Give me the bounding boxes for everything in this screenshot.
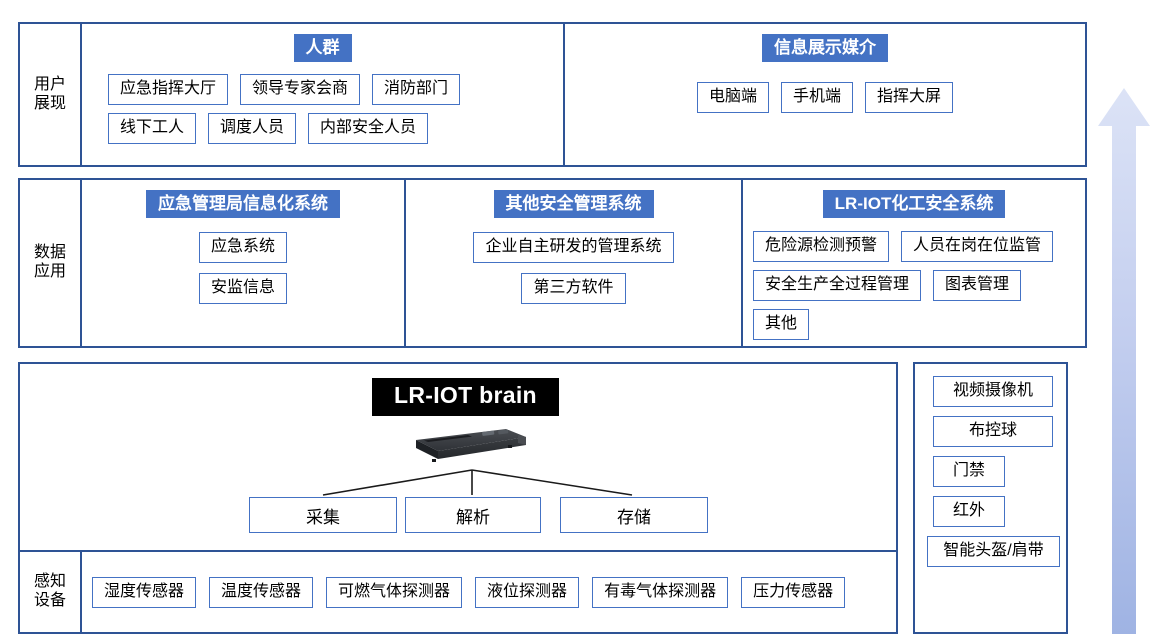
- group-lriot-items-line1: 危险源检测预警 人员在岗在位监管: [753, 231, 1075, 263]
- group-crowd-items-line2: 线下工人 调度人员 内部安全人员: [92, 113, 553, 145]
- item-chart-management[interactable]: 图表管理: [933, 270, 1022, 302]
- row-label-data: 数据应用: [20, 180, 82, 346]
- process-box-storage[interactable]: 存储: [560, 497, 708, 533]
- group-emergency-bureau-item-0-row: 应急系统: [92, 232, 394, 264]
- group-crowd: 人群 应急指挥大厅 领导专家会商 消防部门 线下工人 调度人员 内部安全人员: [82, 24, 565, 165]
- item-whole-process-safety-production-management[interactable]: 安全生产全过程管理: [753, 270, 922, 302]
- device-infrared[interactable]: 红外: [933, 496, 1005, 527]
- device-ptz-surveillance-ball[interactable]: 布控球: [933, 416, 1053, 447]
- group-other-safety-item-0-row: 企业自主研发的管理系统: [416, 232, 731, 264]
- item-internal-safety-staff[interactable]: 内部安全人员: [308, 113, 429, 145]
- group-other-safety-systems-heading: 其他安全管理系统: [493, 190, 654, 219]
- brain-banner: LR-IOT brain: [372, 378, 559, 416]
- device-panel: 视频摄像机 布控球 门禁 红外 智能头盔/肩带: [913, 362, 1068, 634]
- brain-connector-lines: [322, 469, 633, 496]
- item-safety-supervision-info[interactable]: 安监信息: [198, 273, 287, 305]
- group-emergency-bureau-item-1-row: 安监信息: [92, 273, 394, 305]
- group-display-media-heading: 信息展示媒介: [762, 34, 888, 63]
- item-command-big-screen[interactable]: 指挥大屏: [865, 82, 954, 114]
- item-fire-department[interactable]: 消防部门: [372, 74, 461, 106]
- process-box-analysis[interactable]: 解析: [405, 497, 541, 533]
- user-presentation-row: 用户展现 人群 应急指挥大厅 领导专家会商 消防部门 线下工人 调度人员 内部安…: [18, 22, 1087, 167]
- sensing-items: 湿度传感器 温度传感器 可燃气体探测器 液位探测器 有毒气体探测器 压力传感器: [82, 552, 896, 632]
- device-video-camera[interactable]: 视频摄像机: [933, 376, 1053, 407]
- sensing-label-text: 感知设备: [33, 573, 66, 609]
- sensing-label: 感知设备: [20, 552, 82, 632]
- item-leader-expert-consultation[interactable]: 领导专家会商: [240, 74, 361, 106]
- group-display-media-heading-wrap: 信息展示媒介: [575, 34, 1075, 63]
- group-crowd-heading-wrap: 人群: [92, 34, 553, 63]
- item-self-developed-management-system[interactable]: 企业自主研发的管理系统: [473, 232, 674, 264]
- group-other-safety-systems: 其他安全管理系统 企业自主研发的管理系统 第三方软件: [406, 180, 743, 346]
- item-offline-workers[interactable]: 线下工人: [108, 113, 197, 145]
- sensor-liquid-level-detector[interactable]: 液位探测器: [475, 576, 580, 608]
- upward-growth-arrow: [1098, 88, 1150, 634]
- data-application-row: 数据应用 应急管理局信息化系统 应急系统 安监信息 其他安全管理系统 企业自主研…: [18, 178, 1087, 348]
- brain-top-section: LR-IOT brain: [20, 364, 896, 552]
- group-crowd-items-line1: 应急指挥大厅 领导专家会商 消防部门: [92, 74, 553, 106]
- sensor-toxic-gas-detector[interactable]: 有毒气体探测器: [592, 576, 729, 608]
- sensor-pressure[interactable]: 压力传感器: [741, 576, 846, 608]
- sensing-device-section: 感知设备 湿度传感器 温度传感器 可燃气体探测器 液位探测器 有毒气体探测器 压…: [20, 552, 896, 632]
- row-label-data-text: 数据应用: [33, 244, 66, 280]
- group-display-media: 信息展示媒介 电脑端 手机端 指挥大屏: [565, 24, 1085, 165]
- sensor-combustible-gas-detector[interactable]: 可燃气体探测器: [326, 576, 463, 608]
- group-other-safety-item-1-row: 第三方软件: [416, 273, 731, 305]
- item-dispatch-staff[interactable]: 调度人员: [208, 113, 297, 145]
- item-emergency-command-hall[interactable]: 应急指挥大厅: [108, 74, 229, 106]
- device-smart-helmet-shoulder-strap[interactable]: 智能头盔/肩带: [927, 536, 1060, 567]
- group-lriot-heading-wrap: LR-IOT化工安全系统: [753, 190, 1075, 219]
- group-lriot-chemical-safety: LR-IOT化工安全系统 危险源检测预警 人员在岗在位监管 安全生产全过程管理 …: [743, 180, 1085, 346]
- item-personnel-on-duty-supervision[interactable]: 人员在岗在位监管: [901, 231, 1054, 263]
- group-display-media-items: 电脑端 手机端 指挥大屏: [575, 82, 1075, 114]
- item-third-party-software[interactable]: 第三方软件: [521, 273, 626, 305]
- item-mobile-terminal[interactable]: 手机端: [780, 82, 853, 114]
- group-lriot-heading: LR-IOT化工安全系统: [822, 190, 1006, 219]
- group-emergency-bureau-heading: 应急管理局信息化系统: [146, 190, 340, 219]
- process-box-collection[interactable]: 采集: [249, 497, 397, 533]
- device-access-control[interactable]: 门禁: [933, 456, 1005, 487]
- group-crowd-heading: 人群: [293, 34, 352, 63]
- item-other[interactable]: 其他: [753, 309, 810, 341]
- sensor-humidity[interactable]: 湿度传感器: [92, 576, 197, 608]
- rack-server-icon: [416, 429, 526, 462]
- sensor-temperature[interactable]: 温度传感器: [209, 576, 314, 608]
- item-hazard-source-detection-alarm[interactable]: 危险源检测预警: [753, 231, 890, 263]
- group-emergency-bureau-heading-wrap: 应急管理局信息化系统: [92, 190, 394, 219]
- item-emergency-system[interactable]: 应急系统: [198, 232, 287, 264]
- row-label-user: 用户展现: [20, 24, 82, 165]
- group-lriot-items-line3: 其他: [753, 309, 1075, 341]
- group-lriot-items-line2: 安全生产全过程管理 图表管理: [753, 270, 1075, 302]
- brain-panel: LR-IOT brain: [18, 362, 898, 634]
- item-pc-terminal[interactable]: 电脑端: [696, 82, 769, 114]
- row-label-user-text: 用户展现: [33, 75, 66, 112]
- group-other-safety-systems-heading-wrap: 其他安全管理系统: [416, 190, 731, 219]
- group-emergency-bureau: 应急管理局信息化系统 应急系统 安监信息: [82, 180, 406, 346]
